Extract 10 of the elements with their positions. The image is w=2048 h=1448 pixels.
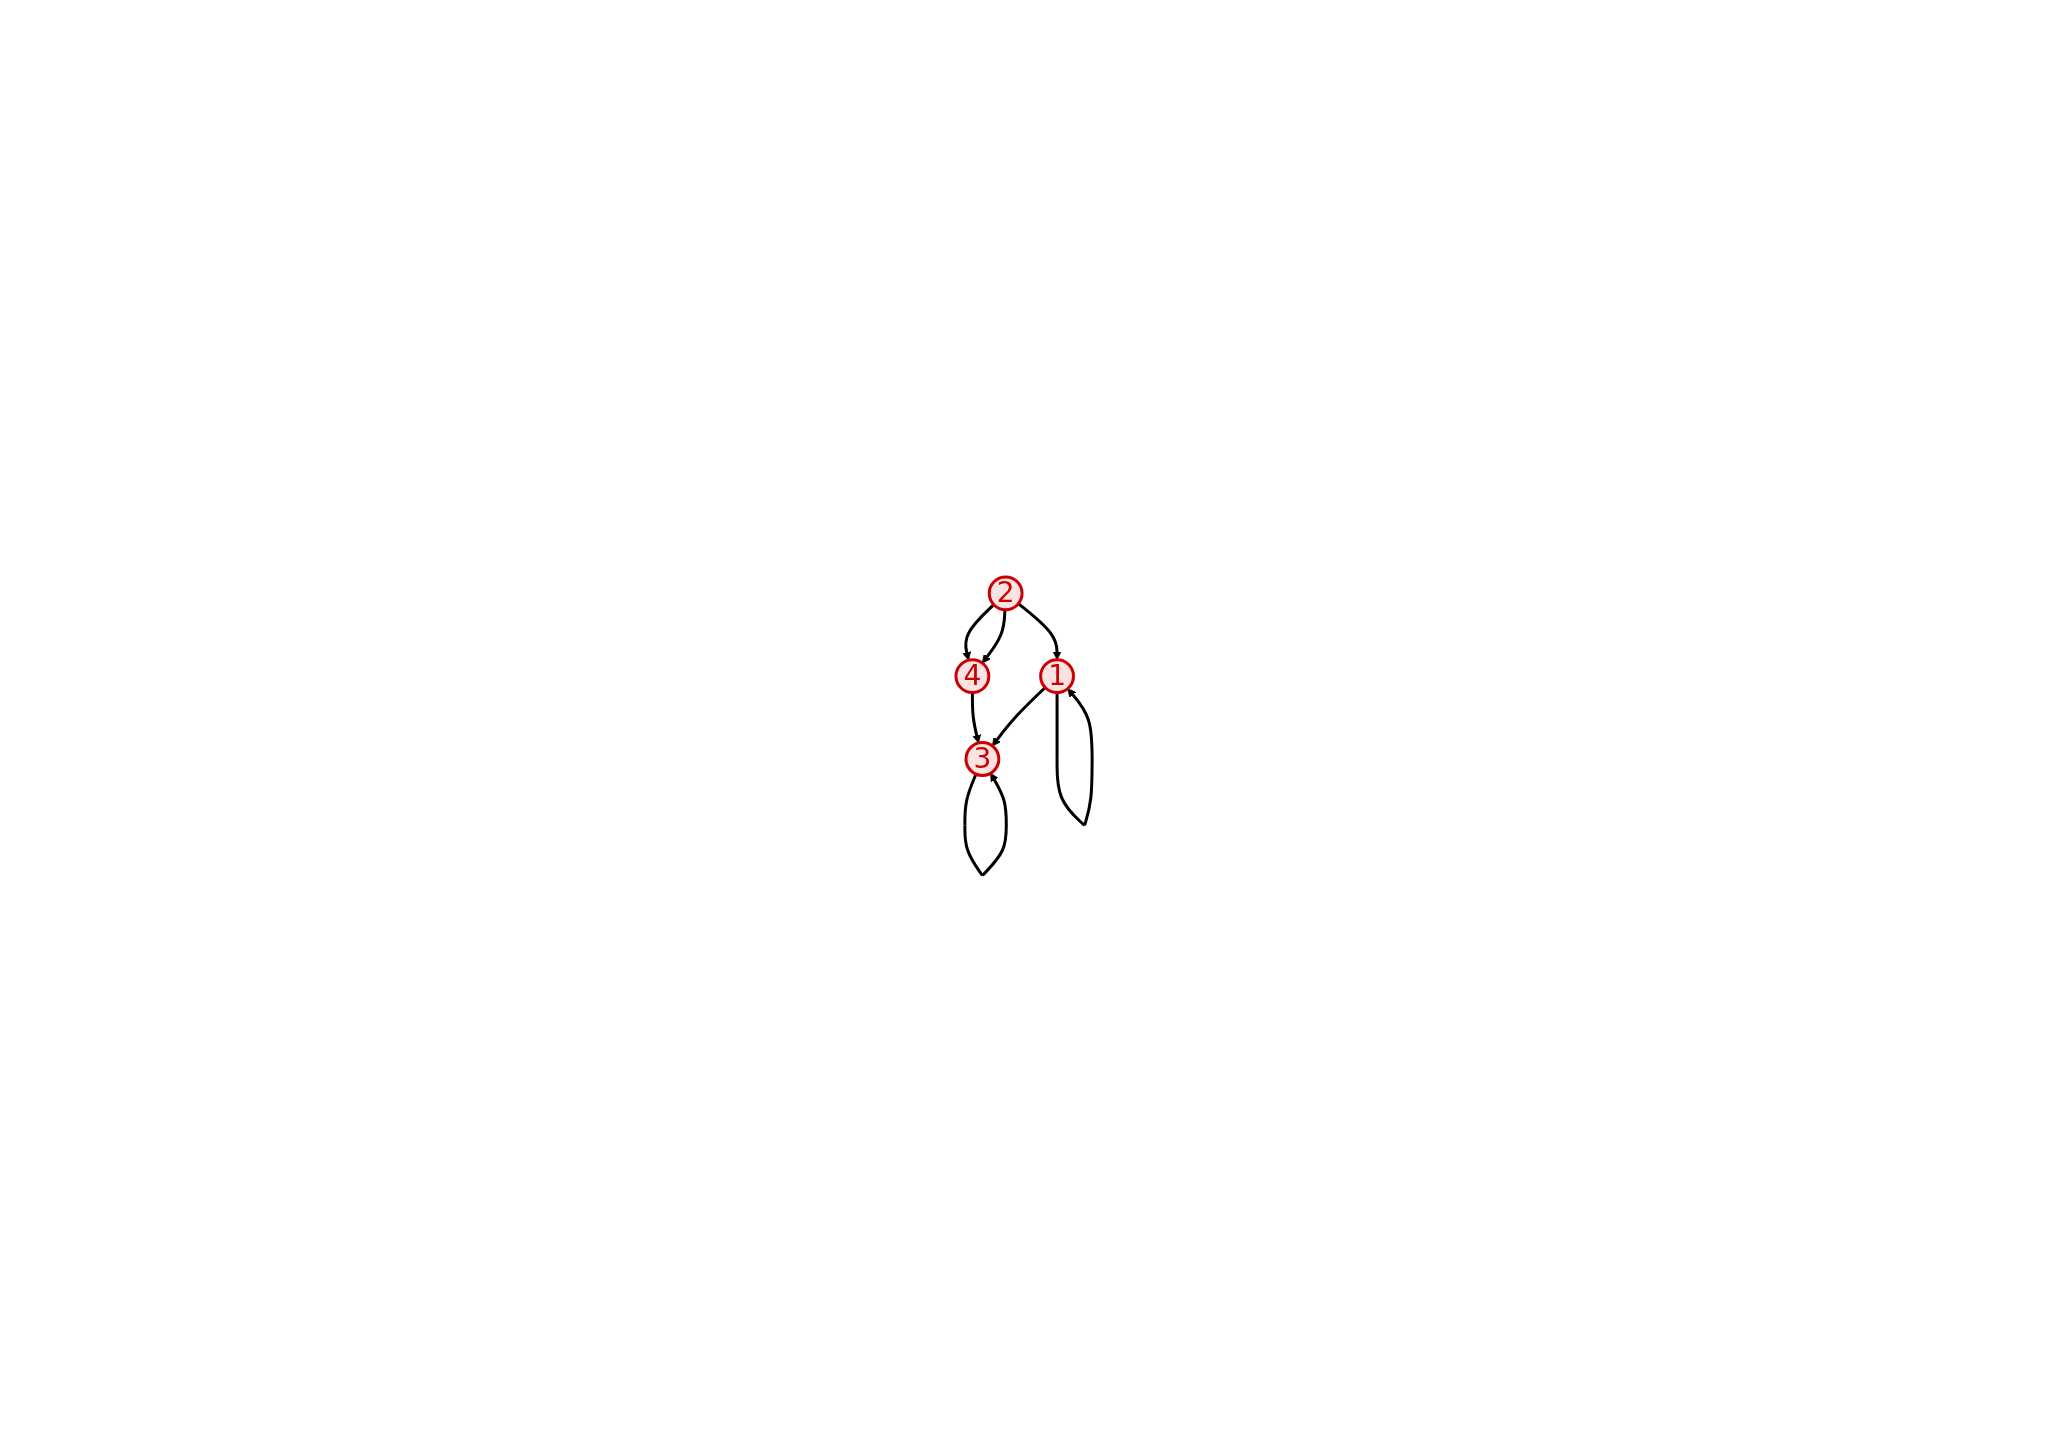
node-circle: 1 <box>1039 658 1075 695</box>
node-circle: 2 <box>987 575 1024 612</box>
node-circle: 4 <box>954 658 991 695</box>
arrow <box>1055 688 1094 827</box>
arrow <box>963 772 1008 877</box>
node-circle: 3 <box>964 741 1001 777</box>
arrow <box>981 609 1007 664</box>
arrow <box>991 686 1047 747</box>
arrow <box>962 603 995 661</box>
arrow <box>970 692 981 744</box>
